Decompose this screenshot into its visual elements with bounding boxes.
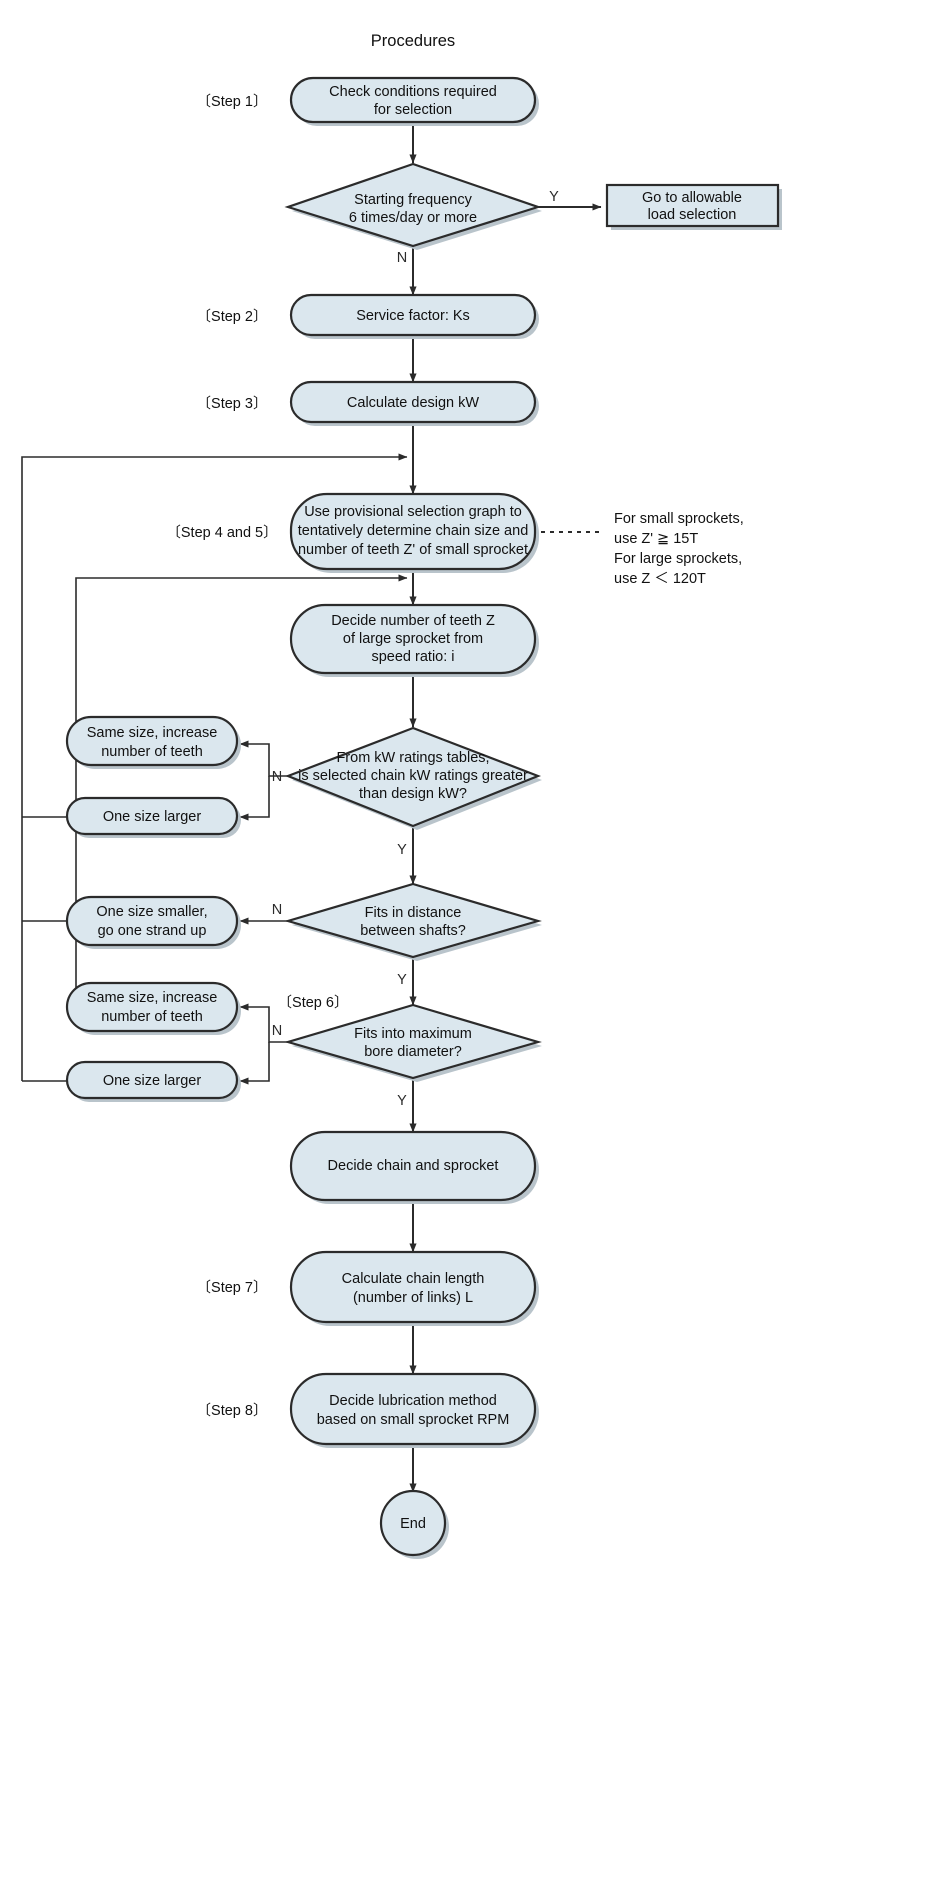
kw-ratings-line1: From kW ratings tables, bbox=[336, 750, 489, 766]
chain-length-line1: Calculate chain length bbox=[342, 1271, 485, 1287]
node-kw-ratings-decision[interactable]: From kW ratings tables, is selected chai… bbox=[284, 726, 542, 830]
fits-distance-line2: between shafts? bbox=[360, 923, 466, 939]
node-one-size-smaller[interactable]: One size smaller, go one strand up bbox=[65, 895, 241, 949]
fits-distance-line1: Fits in distance bbox=[365, 905, 462, 921]
check-conditions-line2: for selection bbox=[374, 102, 452, 118]
node-decide-teeth[interactable]: Decide number of teeth Z of large sprock… bbox=[289, 603, 539, 677]
branch-dist-no: N bbox=[272, 902, 282, 918]
edge-bore-no-to-samesize2 bbox=[239, 1003, 289, 1043]
node-fits-distance-decision[interactable]: Fits in distance between shafts? bbox=[284, 882, 542, 961]
node-check-conditions[interactable]: Check conditions required for selection bbox=[289, 76, 539, 126]
page-title: Procedures bbox=[371, 32, 455, 50]
one-smaller-line1: One size smaller, bbox=[96, 904, 207, 920]
fits-bore-line1: Fits into maximum bbox=[354, 1026, 472, 1042]
decide-chain-line1: Decide chain and sprocket bbox=[328, 1158, 499, 1174]
branch-kw-no: N bbox=[272, 769, 282, 785]
branch-kw-yes: Y bbox=[397, 842, 407, 858]
one-larger-2-line1: One size larger bbox=[103, 1073, 201, 1089]
step-label-2: 〔Step 2〕 bbox=[197, 308, 268, 325]
note-sprocket-teeth: For small sprockets, use Z' ≧ 15T For la… bbox=[614, 511, 744, 587]
same-size-2-line1: Same size, increase bbox=[87, 990, 218, 1006]
same-size-1-line2: number of teeth bbox=[101, 744, 203, 760]
node-end[interactable]: End bbox=[379, 1489, 449, 1559]
node-starting-frequency[interactable]: Starting frequency 6 times/day or more bbox=[284, 162, 542, 250]
starting-frequency-line1: Starting frequency bbox=[354, 192, 472, 208]
branch-freq-no: N bbox=[397, 250, 407, 266]
node-same-size-increase-teeth-2[interactable]: Same size, increase number of teeth bbox=[65, 981, 241, 1035]
node-decide-lubrication[interactable]: Decide lubrication method based on small… bbox=[289, 1372, 539, 1448]
note-line4: use Z ＜ 120T bbox=[614, 571, 706, 587]
step-label-1: 〔Step 1〕 bbox=[197, 93, 268, 110]
go-allowable-line1: Go to allowable bbox=[642, 190, 742, 206]
loop-outer-to-provisional bbox=[21, 453, 408, 1081]
fits-bore-line2: bore diameter? bbox=[364, 1044, 462, 1060]
edge-bore-no-to-onelarger2 bbox=[239, 1042, 270, 1085]
go-allowable-line2: load selection bbox=[648, 207, 737, 223]
node-calculate-chain-length[interactable]: Calculate chain length (number of links)… bbox=[289, 1250, 539, 1326]
kw-ratings-line3: than design kW? bbox=[359, 786, 467, 802]
lubrication-line2: based on small sprocket RPM bbox=[317, 1412, 510, 1428]
starting-frequency-line2: 6 times/day or more bbox=[349, 210, 477, 226]
node-service-factor[interactable]: Service factor: Ks bbox=[289, 293, 539, 339]
node-provisional-selection[interactable]: Use provisional selection graph to tenta… bbox=[289, 492, 539, 573]
chain-length-line2: (number of links) L bbox=[353, 1290, 473, 1306]
one-larger-1-line1: One size larger bbox=[103, 809, 201, 825]
note-line1: For small sprockets, bbox=[614, 511, 744, 527]
same-size-2-line2: number of teeth bbox=[101, 1009, 203, 1025]
node-same-size-increase-teeth-1[interactable]: Same size, increase number of teeth bbox=[65, 715, 241, 769]
branch-freq-yes: Y bbox=[549, 189, 559, 205]
loop-inner-to-teeth bbox=[75, 574, 408, 1007]
decide-teeth-line2: of large sprocket from bbox=[343, 631, 483, 647]
step-label-7: 〔Step 7〕 bbox=[197, 1279, 268, 1296]
node-one-size-larger-1[interactable]: One size larger bbox=[65, 796, 241, 838]
kw-ratings-line2: is selected chain kW ratings greater bbox=[298, 768, 528, 784]
lubrication-line1: Decide lubrication method bbox=[329, 1393, 497, 1409]
step-label-4-5: 〔Step 4 and 5〕 bbox=[166, 524, 277, 541]
node-fits-bore-decision[interactable]: Fits into maximum bore diameter? bbox=[284, 1003, 542, 1082]
one-smaller-line2: go one strand up bbox=[98, 923, 207, 939]
check-conditions-line1: Check conditions required bbox=[329, 84, 497, 100]
connectors bbox=[21, 124, 604, 1493]
service-factor-line1: Service factor: Ks bbox=[356, 308, 470, 324]
edge-kw-no-to-samesize1 bbox=[239, 740, 289, 777]
design-kw-line1: Calculate design kW bbox=[347, 395, 479, 411]
node-calculate-design-kw[interactable]: Calculate design kW bbox=[289, 380, 539, 426]
branch-bore-no: N bbox=[272, 1023, 282, 1039]
node-decide-chain-sprocket[interactable]: Decide chain and sprocket bbox=[289, 1130, 539, 1204]
end-line1: End bbox=[400, 1516, 426, 1532]
same-size-1-line1: Same size, increase bbox=[87, 725, 218, 741]
node-one-size-larger-2[interactable]: One size larger bbox=[65, 1060, 241, 1102]
note-line2: use Z' ≧ 15T bbox=[614, 531, 698, 547]
provisional-line3: number of teeth Z' of small sprocket bbox=[298, 542, 528, 558]
provisional-line2: tentatively determine chain size and bbox=[298, 523, 529, 539]
decide-teeth-line1: Decide number of teeth Z bbox=[331, 613, 495, 629]
step-label-6: 〔Step 6〕 bbox=[278, 994, 349, 1011]
decide-teeth-line3: speed ratio: i bbox=[371, 649, 454, 665]
edge-kw-no-to-onelarger1 bbox=[239, 776, 270, 821]
note-line3: For large sprockets, bbox=[614, 551, 742, 567]
step-label-8: 〔Step 8〕 bbox=[197, 1402, 268, 1419]
node-go-allowable-load[interactable]: Go to allowable load selection bbox=[605, 183, 782, 230]
branch-dist-yes: Y bbox=[397, 972, 407, 988]
provisional-line1: Use provisional selection graph to bbox=[304, 504, 522, 520]
step-label-3: 〔Step 3〕 bbox=[197, 395, 268, 412]
branch-bore-yes: Y bbox=[397, 1093, 407, 1109]
